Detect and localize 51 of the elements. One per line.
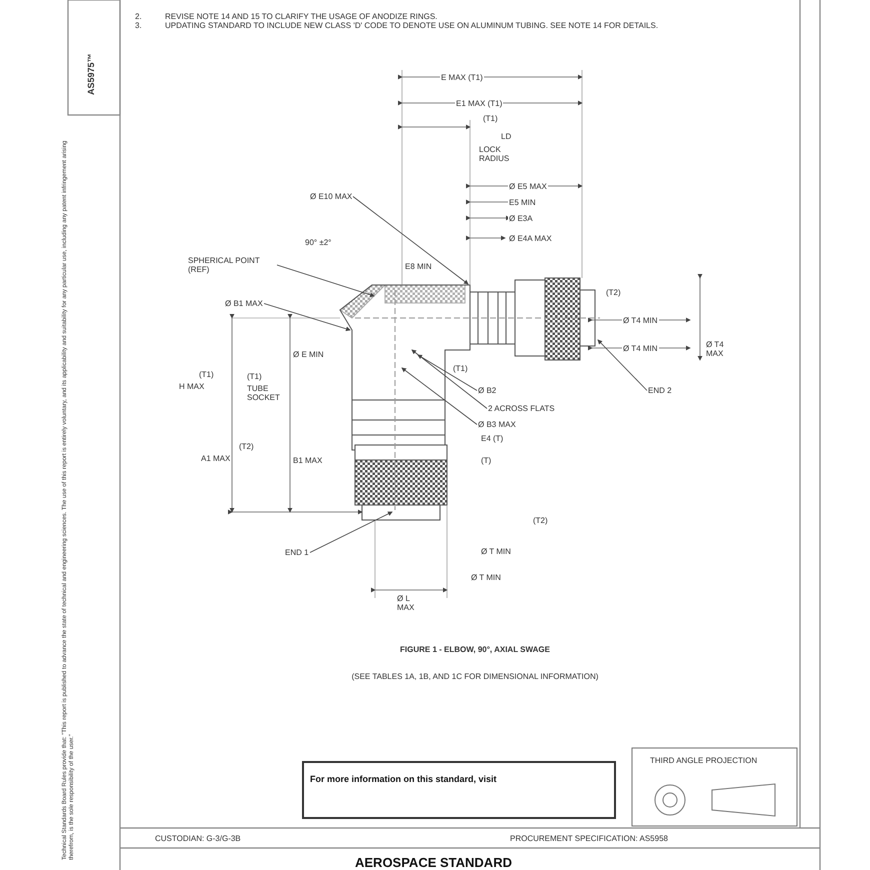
leader-line <box>310 512 393 553</box>
leader-line <box>264 303 351 332</box>
dimension-label: (T) <box>480 456 492 466</box>
dimension-label: (T2) <box>532 516 549 526</box>
dimension-label: E1 MAX (T1) <box>455 99 504 108</box>
standard-number: AS5975™ <box>86 53 96 95</box>
dimension-label: Ø T4 MIN <box>622 316 659 326</box>
angle-label: 90° ±2° <box>305 238 332 248</box>
revision-note: REVISE NOTE 14 AND 15 TO CLARIFY THE USAGE OF ANODIZE RINGS. <box>165 12 438 22</box>
dimension-label: LD <box>500 132 512 142</box>
dimension-label: E MAX (T1) <box>440 73 484 82</box>
dimension-label: B1 MAX <box>292 456 324 466</box>
leader-line <box>352 196 469 284</box>
dimension-label: E4 (T) <box>480 434 504 444</box>
dimension-label: Ø T MIN <box>480 547 512 556</box>
dimension-label: (T1) <box>452 364 469 374</box>
dimension-label: (T1) <box>482 114 499 124</box>
dimension-label: Ø T4 MIN <box>622 344 659 354</box>
dimension-label: Ø E3A <box>508 214 534 224</box>
callout-text: 2 ACROSS FLATS <box>488 404 555 414</box>
revision-note: UPDATING STANDARD TO INCLUDE NEW CLASS 'D' CODE TO DENOTE USE ON ALUMINUM TUBING. SEE NOTE 14 FOR DETAILS. <box>165 21 660 30</box>
dimension-label: (T1) <box>198 370 215 380</box>
callout-text: Ø E10 MAX <box>310 192 352 202</box>
custodian-text: CUSTODIAN: G-3/G-3B <box>155 834 241 844</box>
leader-line <box>276 264 375 298</box>
callout-text: END 2 <box>648 386 672 396</box>
leader-line <box>401 368 478 425</box>
dimension-label: E5 MIN <box>508 198 537 208</box>
dimension-label: H MAX <box>178 382 206 392</box>
dimension-label: Ø T MIN <box>470 573 502 582</box>
dimension-label: A1 MAX <box>200 454 232 464</box>
dimension-label: (T2) <box>238 442 255 452</box>
callout-text: Ø B2 <box>478 386 496 396</box>
dimension-label: (T1) <box>246 372 263 382</box>
dimension-label: Ø E MIN <box>292 350 325 360</box>
specification-text: PROCUREMENT SPECIFICATION: AS5958 <box>510 834 668 844</box>
info-text: For more information on this standard, visit <box>310 774 497 784</box>
standard-title: AEROSPACE STANDARD <box>355 856 512 870</box>
leader-line <box>411 350 488 409</box>
callout-text: SPHERICAL POINT (REF) <box>188 256 276 274</box>
callout-text: Ø B3 MAX <box>478 420 516 430</box>
dimension-label: Ø E4A MAX <box>508 234 553 244</box>
dimension-label: Ø E5 MAX <box>508 182 548 192</box>
leader-line <box>417 354 478 391</box>
leader-line <box>597 339 648 391</box>
dimension-label: (T2) <box>605 288 622 298</box>
panel-heading: THIRD ANGLE PROJECTION <box>650 756 758 766</box>
callout-text: Ø B1 MAX <box>225 299 263 308</box>
callout-text: END 1 <box>285 548 309 558</box>
note-number: 2. <box>135 12 142 22</box>
note-number: 3. <box>135 21 142 30</box>
